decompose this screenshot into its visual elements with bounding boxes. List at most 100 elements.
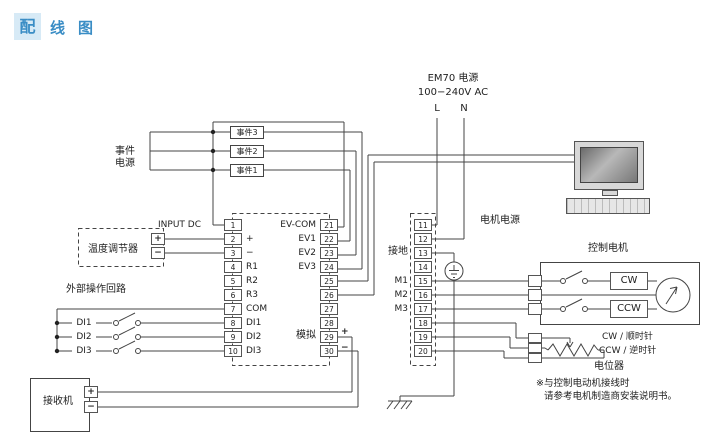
terminal-5: 5 xyxy=(224,275,242,287)
terminal-21: 21 xyxy=(320,219,338,231)
terminal-23-label: EV2 xyxy=(298,248,316,258)
input-wires xyxy=(165,238,224,254)
terminal-12: 12 xyxy=(414,233,432,245)
terminal-22: 22 xyxy=(320,233,338,245)
event3-box: 事件3 xyxy=(230,126,264,139)
terminal-13-label: 接地 xyxy=(388,246,408,257)
terminal-4-label: R1 xyxy=(246,262,258,272)
terminal-18: 18 xyxy=(414,317,432,329)
side-terminal-block-outline xyxy=(410,213,436,366)
pot-terminal-2 xyxy=(528,343,542,353)
terminal-15: 15 xyxy=(414,275,432,287)
di2-switch-label: DI2 xyxy=(72,331,96,343)
terminal-26: 26 xyxy=(320,289,338,301)
terminal-17-label: M3 xyxy=(394,304,409,314)
receiver-label: 接收机 xyxy=(43,396,73,407)
terminal-16: 16 xyxy=(414,289,432,301)
control-motor-label: 控制电机 xyxy=(588,243,628,254)
motor-symbol xyxy=(655,277,691,313)
pot-terminal-3 xyxy=(528,353,542,363)
terminal-28: 28 xyxy=(320,317,338,329)
cw-direction-legend: CW / 顺时针 xyxy=(602,332,653,342)
terminal-6: 6 xyxy=(224,289,242,301)
terminal-20: 20 xyxy=(414,345,432,357)
terminal-10: 10 xyxy=(224,345,242,357)
analog-output-wires xyxy=(98,336,359,408)
terminal-19: 19 xyxy=(414,331,432,343)
computer-keyboard xyxy=(566,198,650,214)
terminal-4: 4 xyxy=(224,261,242,273)
terminal-29-label: 模拟 xyxy=(296,330,316,341)
di-switch-wires xyxy=(56,308,224,354)
terminal-30: 30 xyxy=(320,345,338,357)
temp-controller-label: 温度调节器 xyxy=(88,244,138,255)
external-circuit-label: 外部操作回路 xyxy=(66,284,126,295)
page-title-char-1: 配 xyxy=(14,13,41,40)
terminal-5-label: R2 xyxy=(246,276,258,286)
computer-screen xyxy=(580,147,638,183)
terminal-9-label: DI2 xyxy=(246,332,262,342)
terminal-27: 27 xyxy=(320,303,338,315)
receiver-plus-terminal: + xyxy=(84,386,98,398)
temp-controller-minus-terminal: − xyxy=(151,247,165,259)
pot-terminal-1 xyxy=(528,333,542,343)
terminal-2-label: + xyxy=(246,234,254,244)
cw-box: CW xyxy=(610,272,648,290)
terminal-25: 25 xyxy=(320,275,338,287)
terminal-29: 29 xyxy=(320,331,338,343)
ground-wires xyxy=(386,252,464,410)
motor-feed-wires xyxy=(432,280,528,359)
temp-controller-outline xyxy=(78,228,164,267)
motor-terminal-1 xyxy=(528,275,542,287)
event2-box: 事件2 xyxy=(230,145,264,158)
terminal-15-label: M1 xyxy=(394,276,409,286)
terminal-1: 1 xyxy=(224,219,242,231)
line-l-label: L xyxy=(434,103,440,114)
terminal-8: 8 xyxy=(224,317,242,329)
event1-box: 事件1 xyxy=(230,164,264,177)
terminal-30-minus: − xyxy=(341,343,349,353)
comm-wires xyxy=(338,154,576,296)
terminal-29-plus: + xyxy=(341,327,349,337)
terminal-3-label: − xyxy=(246,248,254,258)
terminal-13: 13 xyxy=(414,247,432,259)
motor-power-label: 电机电源 xyxy=(480,215,520,226)
terminal-3: 3 xyxy=(224,247,242,259)
note-line-1: ※与控制电动机接线时 xyxy=(536,378,630,389)
terminal-14: 14 xyxy=(414,261,432,273)
temp-controller-plus-terminal: + xyxy=(151,233,165,245)
terminal-7: 7 xyxy=(224,303,242,315)
line-n-label: N xyxy=(460,103,468,114)
di1-switch-label: DI1 xyxy=(72,317,96,329)
page-title-char-3: 图 xyxy=(78,19,94,37)
terminal-10-label: DI3 xyxy=(246,346,262,356)
potentiometer-symbol xyxy=(542,337,605,359)
ccw-box: CCW xyxy=(610,300,648,318)
terminal-9: 9 xyxy=(224,331,242,343)
junction-dots xyxy=(54,129,216,354)
motor-terminal-2 xyxy=(528,289,542,301)
terminal-22-label: EV1 xyxy=(298,234,316,244)
receiver-minus-terminal: − xyxy=(84,401,98,413)
terminal-16-label: M2 xyxy=(394,290,409,300)
terminal-21-label: EV-COM xyxy=(280,220,316,230)
terminal-6-label: R3 xyxy=(246,290,258,300)
terminal-24: 24 xyxy=(320,261,338,273)
event-wires xyxy=(149,121,363,270)
terminal-17: 17 xyxy=(414,303,432,315)
page-title-char-2: 线 xyxy=(50,19,66,37)
computer-stand xyxy=(602,190,618,196)
earth-symbol xyxy=(386,280,455,410)
event-power-label: 事件 电源 xyxy=(115,146,135,169)
di3-switch-label: DI3 xyxy=(72,345,96,357)
note-line-2: 请参考电机制造商安装说明书。 xyxy=(544,391,678,402)
terminal-7-label: COM xyxy=(246,304,268,314)
terminal-11: 11 xyxy=(414,219,432,231)
terminal-23: 23 xyxy=(320,247,338,259)
terminal-2: 2 xyxy=(224,233,242,245)
terminal-24-label: EV3 xyxy=(298,262,316,272)
motor-terminal-3 xyxy=(528,303,542,315)
potentiometer-label: 电位器 xyxy=(594,361,624,372)
